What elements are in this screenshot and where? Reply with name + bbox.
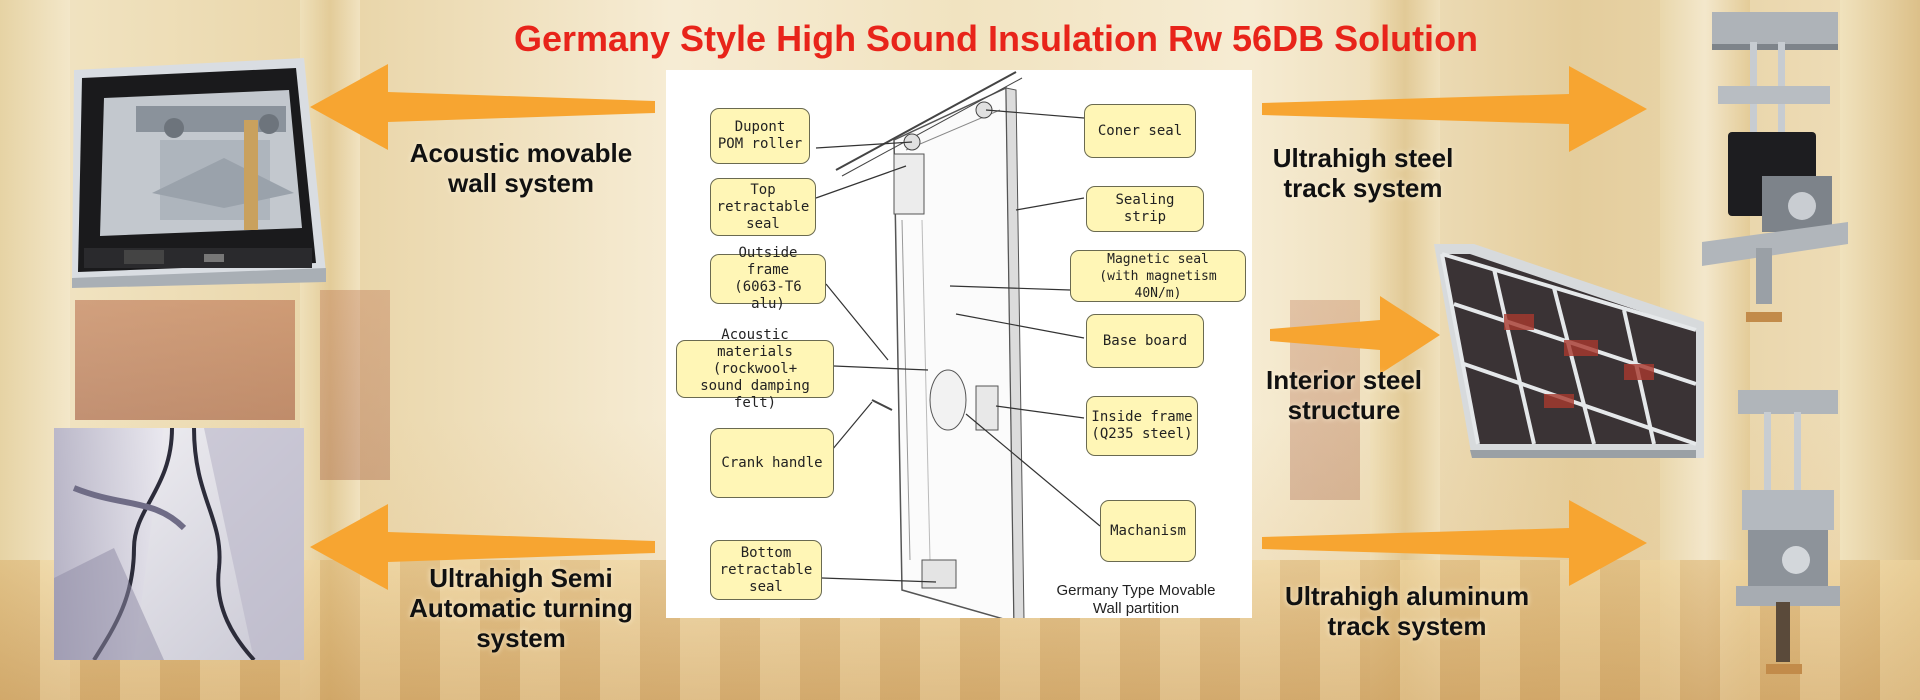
callout-base-board: Base board [1086, 314, 1204, 368]
callout-magnetic-seal: Magnetic seal (with magnetism 40N/m) [1070, 250, 1246, 302]
callout-inside-frame: Inside frame (Q235 steel) [1086, 396, 1198, 456]
turning-system-photo [54, 428, 304, 660]
callout-outside-frame: Outside frame (6063-T6 alu) [710, 245, 826, 312]
arrow-right-middle [1270, 296, 1440, 374]
callout-sealing-strip: Sealing strip [1086, 186, 1204, 232]
callout-crank-handle: Crank handle [710, 428, 834, 498]
callout-machanism: Machanism [1100, 500, 1196, 562]
partition-diagram: Dupont POM roller Top retractable seal O… [666, 70, 1252, 618]
arrow-right-top [1262, 66, 1647, 152]
page-title: Germany Style High Sound Insulation Rw 5… [513, 18, 1479, 59]
partition-drawing [815, 71, 1101, 618]
aluminum-track-photo [1736, 390, 1840, 674]
callout-coner-seal: Coner seal [1084, 104, 1196, 158]
label-steel-track: Ultrahigh steel track system [1272, 143, 1454, 203]
steel-track-photo [1702, 12, 1848, 322]
interior-steel-photo [1434, 244, 1704, 458]
arrow-right-bottom [1262, 500, 1647, 586]
bg-wall-panel [320, 290, 390, 480]
callout-acoustic-materials: Acoustic materials (rockwool+ sound damp… [676, 327, 834, 411]
bg-wall-panel [75, 300, 295, 420]
arrow-left-bottom [310, 504, 655, 590]
diagram-caption: Germany Type Movable Wall partition [1056, 582, 1216, 617]
callout-dupont-roller: Dupont POM roller [710, 108, 810, 164]
label-aluminum-track: Ultrahigh aluminum track system [1284, 581, 1530, 641]
arrow-left-top [310, 64, 655, 150]
label-acoustic-wall: Acoustic movable wall system [409, 138, 633, 198]
label-semi-automatic: Ultrahigh Semi Automatic turning system [409, 563, 633, 653]
callout-top-seal: Top retractable seal [710, 178, 816, 236]
label-interior-steel: Interior steel structure [1265, 365, 1423, 425]
callout-bottom-seal: Bottom retractable seal [710, 540, 822, 600]
acoustic-wall-photo [72, 58, 326, 288]
